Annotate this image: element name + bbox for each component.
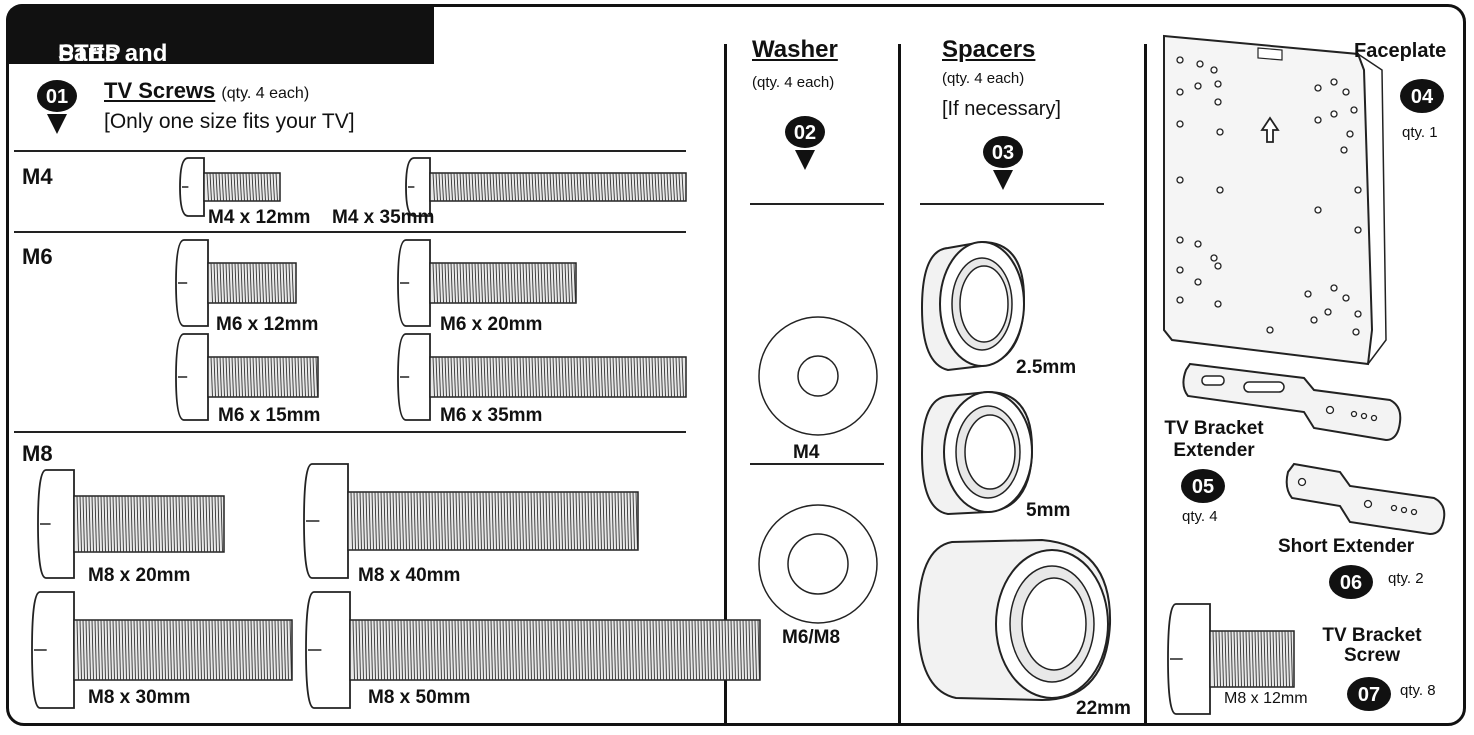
faceplate-qty: qty. 1 [1402, 124, 1438, 141]
spacer-label-22mm: 22mm [1076, 698, 1131, 719]
bracket-screw-title: TV Bracket Screw [1314, 626, 1430, 666]
badge-01-label: 01 [46, 86, 68, 108]
badge-06-icon: 06 [1329, 565, 1373, 599]
badge-03-icon: 03 [983, 136, 1023, 190]
washer-label-m6m8: M6/M8 [782, 627, 841, 648]
label-m8-40: M8 x 40mm [358, 565, 461, 586]
short-extender-title: Short Extender [1278, 536, 1415, 557]
label-m4-12: M4 x 12mm [208, 207, 311, 228]
screw-m6-12-icon [175, 239, 297, 327]
badge-02-icon: 02 [785, 116, 825, 170]
faceplate-title: Faceplate [1354, 40, 1447, 62]
label-m6-12: M6 x 12mm [216, 314, 319, 335]
screw-m8-40-icon [303, 463, 639, 579]
screw-m4-35-icon [405, 157, 687, 217]
faceplate-icon [1163, 34, 1387, 366]
divider-washer [724, 44, 727, 726]
washer-divider-top [750, 203, 884, 205]
bracket-extender-title: TV Bracket Extender [1162, 418, 1266, 462]
spacer-22mm-icon [916, 538, 1112, 702]
divider-m4 [14, 150, 686, 152]
spacer-2-5mm-icon [920, 240, 1026, 372]
screw-m6-35-icon [397, 333, 687, 421]
spacers-title: Spacers [942, 36, 1036, 63]
label-m8-50: M8 x 50mm [368, 687, 471, 708]
spacer-label-5mm: 5mm [1026, 500, 1071, 521]
spacers-note: [If necessary] [942, 98, 1061, 120]
badge-07-icon: 07 [1347, 677, 1391, 711]
divider-m6 [14, 231, 686, 233]
screw-m8-30-icon [31, 591, 293, 709]
short-extender-qty: qty. 2 [1388, 570, 1424, 587]
spacer-label-2-5mm: 2.5mm [1016, 357, 1077, 378]
badge-05-label: 05 [1192, 476, 1214, 498]
bracket-screw-title-line2: Screw [1344, 645, 1400, 666]
bracket-screw-size: M8 x 12mm [1224, 690, 1308, 707]
badge-01-icon: 01 [37, 80, 77, 134]
badge-05-icon: 05 [1181, 469, 1225, 503]
bracket-extender-qty: qty. 4 [1182, 508, 1218, 525]
bracket-extender-title-line2: Extender [1173, 440, 1255, 461]
label-m8-20: M8 x 20mm [88, 565, 191, 586]
washer-qty: (qty. 4 each) [752, 74, 835, 91]
tv-screws-heading: TV Screws (qty. 4 each) [104, 78, 309, 104]
label-m8-30: M8 x 30mm [88, 687, 191, 708]
bracket-extender-title-line1: TV Bracket [1164, 418, 1264, 439]
group-label-m8: M8 [22, 441, 53, 466]
badge-06-label: 06 [1340, 572, 1362, 594]
bracket-screw-qty: qty. 8 [1400, 682, 1436, 699]
badge-02-label: 02 [794, 122, 816, 144]
label-m6-15: M6 x 15mm [218, 405, 321, 426]
short-extender-icon [1285, 462, 1446, 536]
bracket-screw-title-line1: TV Bracket [1322, 625, 1422, 646]
screw-m6-15-icon [175, 333, 319, 421]
tv-screws-note: [Only one size fits your TV] [104, 110, 355, 133]
group-label-m4: M4 [22, 164, 53, 189]
spacers-qty: (qty. 4 each) [942, 70, 1025, 87]
washer-large-icon [758, 504, 878, 624]
screw-m8-50-icon [305, 591, 761, 709]
badge-04-icon: 04 [1400, 79, 1444, 113]
label-m4-35: M4 x 35mm [332, 207, 435, 228]
spacers-divider-top [920, 203, 1104, 205]
group-label-m6: M6 [22, 244, 53, 269]
step-header: STEP 1 Parts and Hardware [6, 4, 434, 95]
screw-m6-20-icon [397, 239, 577, 327]
washer-divider-mid [750, 463, 884, 465]
spacer-5mm-icon [920, 390, 1034, 516]
screw-m4-12-icon [179, 157, 281, 217]
washer-title: Washer [752, 36, 838, 63]
badge-07-label: 07 [1358, 684, 1380, 706]
bracket-extender-icon [1182, 362, 1402, 442]
instruction-frame [6, 4, 1466, 726]
screw-bracket-m8-12-icon [1167, 603, 1295, 715]
divider-m8 [14, 431, 686, 433]
washer-label-m4: M4 [793, 442, 820, 463]
divider-faceplate [1144, 44, 1147, 726]
screw-m8-20-icon [37, 469, 225, 579]
step-title: Parts and Hardware [58, 40, 168, 95]
label-m6-35: M6 x 35mm [440, 405, 543, 426]
washer-small-icon [758, 316, 878, 436]
badge-04-label: 04 [1411, 86, 1434, 108]
divider-spacers [898, 44, 901, 726]
badge-03-label: 03 [992, 142, 1014, 164]
tv-screws-qty: (qty. 4 each) [221, 85, 310, 102]
label-m6-20: M6 x 20mm [440, 314, 543, 335]
tv-screws-title: TV Screws [104, 78, 216, 103]
